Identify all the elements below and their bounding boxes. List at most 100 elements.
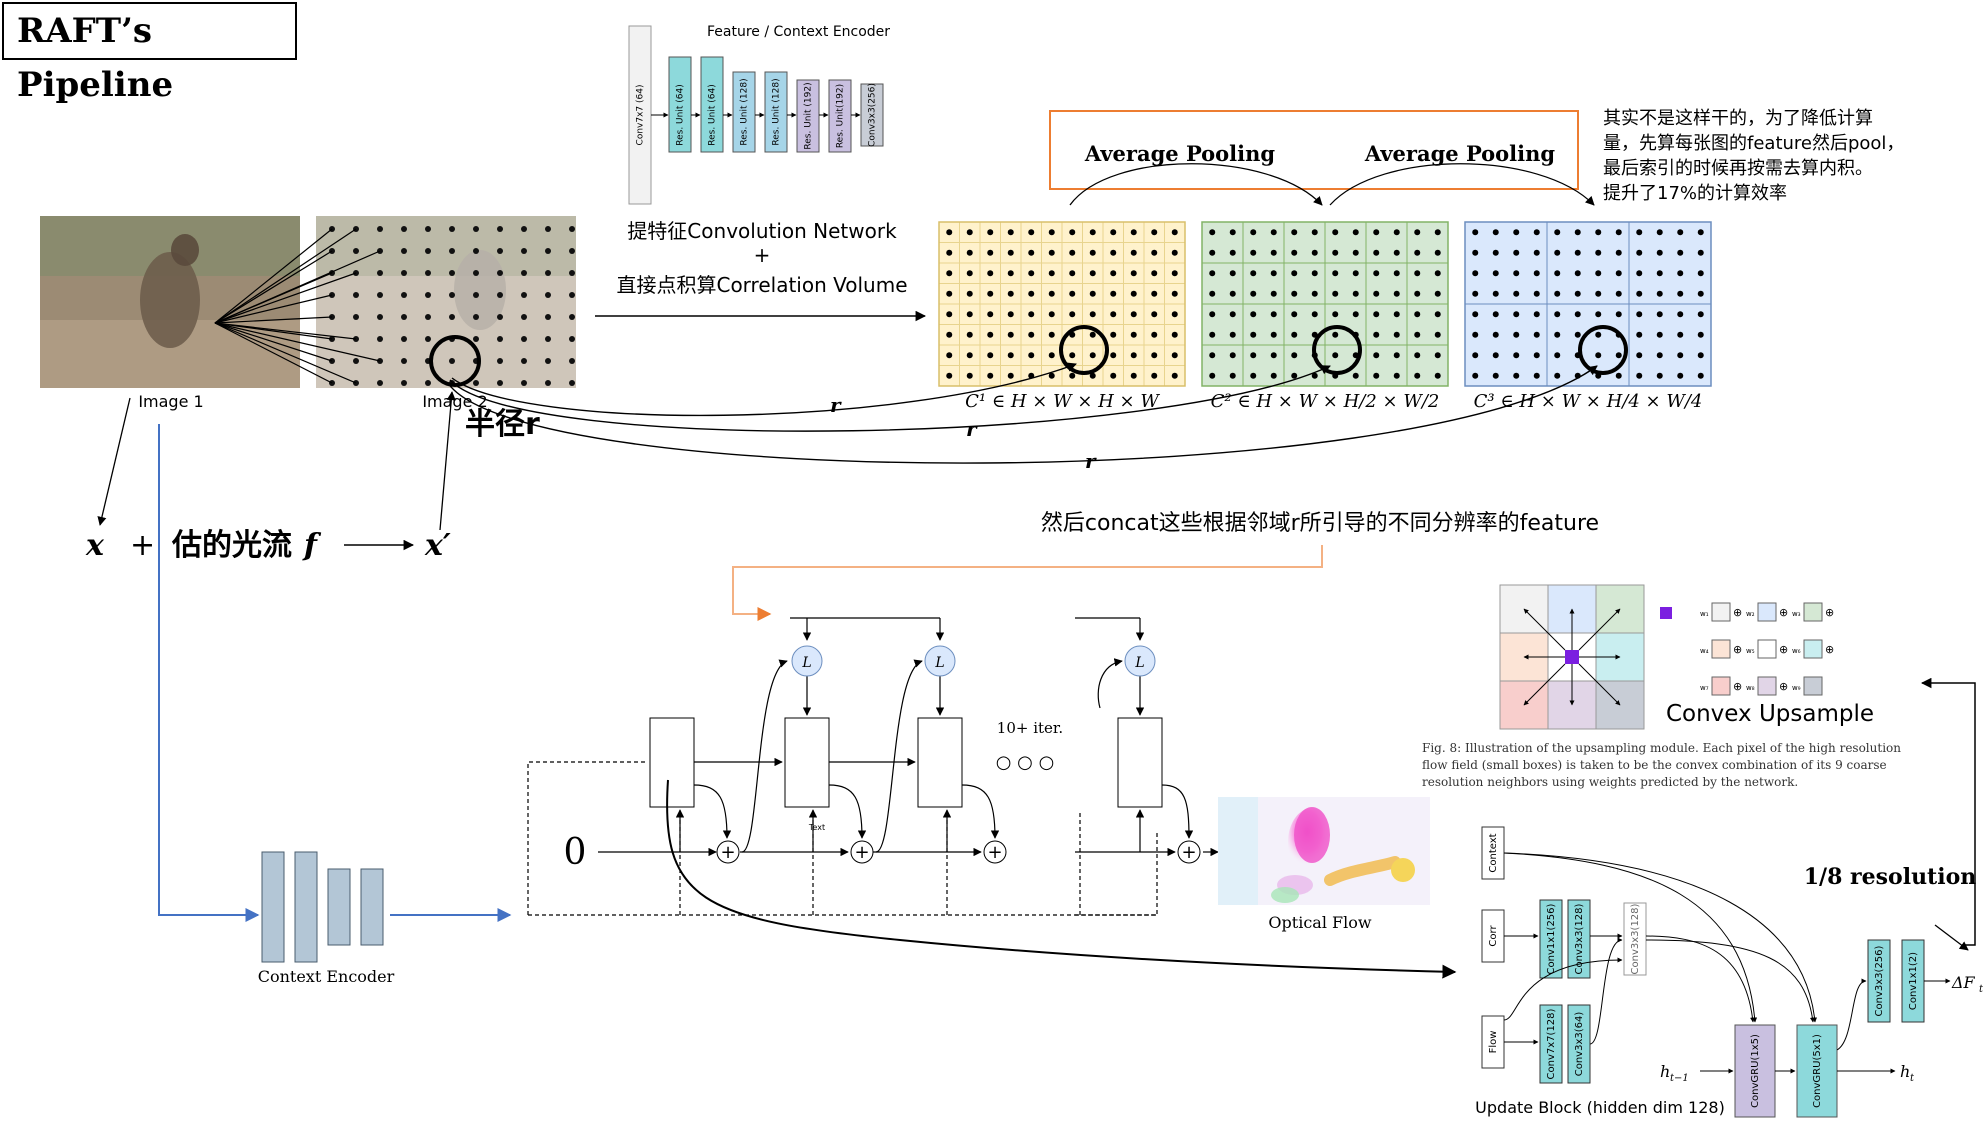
concat-arrow	[732, 545, 1323, 621]
initial-flow-zero: 0	[564, 832, 587, 873]
gru-cell	[1117, 717, 1163, 808]
radius-lookup-arrows	[447, 362, 1598, 464]
lookup-node	[791, 645, 823, 677]
lookup-node-label: L	[801, 655, 811, 671]
volume-label-c2: C² ∈ H × W × H/2 × W/2	[1211, 391, 1440, 412]
pool-note-line: 其实不是这样干的，为了降低计算	[1603, 108, 1873, 129]
context-path-arrow	[158, 424, 260, 922]
delta-flow-sub: t	[1979, 984, 1984, 995]
pooling-arrow-1	[1069, 163, 1323, 206]
hidden-prev-sub: t−1	[1670, 1073, 1689, 1084]
update-layer-label: Conv1x1(2)	[1908, 952, 1919, 1010]
encoder-res192-block-1	[796, 79, 820, 153]
convex-upsample: w₁ w₂ w₃ w₄ w₅ w₆ w₇ w₈ w₉ ⊕⊕⊕ ⊕⊕⊕ ⊕⊕ Co…	[1422, 584, 1901, 789]
encoder-layer-label: Conv7x7 (64)	[636, 85, 646, 146]
sum-node-label: +	[720, 842, 735, 863]
flow-eq-xprime: x′	[424, 528, 451, 563]
sum-node	[983, 840, 1007, 864]
delta-to-upsample-arrow	[1934, 924, 1969, 951]
sum-node-label: +	[987, 842, 1002, 863]
update-input-label: Context	[1488, 833, 1499, 872]
convgru-1x5	[1734, 1024, 1776, 1118]
text-tag: Text	[808, 823, 825, 832]
upsample-feedback-arrow	[1920, 677, 1976, 946]
weight-label: w₄	[1700, 647, 1709, 655]
pool-note-line: 提升了17%的计算效率	[1603, 183, 1787, 204]
svg-text:⊕: ⊕	[1733, 643, 1742, 656]
svg-text:⊕: ⊕	[1779, 606, 1788, 619]
lookup-circle-c3	[1578, 325, 1628, 375]
convex-caption-line: flow field (small boxes) is taken to be …	[1422, 758, 1887, 772]
image2-pixel-grid	[320, 218, 576, 388]
encoder-layer-label: Res. Unit (64)	[676, 84, 686, 145]
svg-text:⊕: ⊕	[1825, 643, 1834, 656]
delta-flow-label: ΔF	[1951, 973, 1976, 992]
pooling-box	[1049, 110, 1579, 190]
svg-text:⊕: ⊕	[1733, 606, 1742, 619]
context-encoder-block	[327, 868, 351, 946]
encoder-title: Feature / Context Encoder	[707, 24, 890, 40]
radius-r-2: r	[966, 417, 978, 441]
convgru-5x1	[1796, 1024, 1838, 1118]
encoder-layer-label: Res. Unit (128)	[772, 78, 782, 145]
svg-text:⊕: ⊕	[1779, 680, 1788, 693]
context-encoder-label: Context Encoder	[258, 967, 395, 986]
resolution-label: 1/8 resolution	[1804, 864, 1977, 890]
weight-label: w₉	[1792, 684, 1801, 692]
update-input-label: Corr	[1488, 925, 1499, 947]
sum-node	[850, 840, 874, 864]
hidden-next-label: h	[1900, 1062, 1910, 1081]
convex-caption-line: Fig. 8: Illustration of the upsampling m…	[1422, 741, 1901, 755]
context-encoder-block	[261, 851, 285, 963]
lookup-node	[1124, 645, 1156, 677]
gru-cell	[649, 717, 695, 808]
update-layer-label: Conv3x3(256)	[1874, 945, 1885, 1016]
lookup-node	[924, 645, 956, 677]
update-layer-label: Conv3x3(128)	[1574, 903, 1585, 974]
iteration-count-label: 10+ iter.	[997, 719, 1063, 737]
encoder-layer-label: Res. Unit (128)	[740, 78, 750, 145]
gru-to-update-block-arrow	[666, 779, 1457, 979]
feature-encoder: Conv7x7 (64) Res. Unit (64) Res. Unit (6…	[628, 24, 890, 205]
image2-label: Image 2	[422, 392, 487, 411]
svg-text:⊕: ⊕	[1733, 680, 1742, 693]
encoder-layer-label: Res. Unit (64)	[708, 84, 718, 145]
svg-text:⊕: ⊕	[1779, 643, 1788, 656]
encoder-res64-block-2	[700, 56, 724, 153]
update-block-title: Update Block (hidden dim 128)	[1475, 1098, 1725, 1117]
high-res-pixel	[1565, 650, 1579, 664]
weight-label: w₂	[1746, 610, 1755, 618]
volume-label-c1: C¹ ∈ H × W × H × W	[965, 391, 1160, 412]
encoder-res64-block-1	[668, 56, 692, 153]
lookup-circle-c2	[1312, 325, 1362, 375]
iteration-ellipsis: ○ ○ ○	[996, 752, 1055, 773]
pooling-arrow-2	[1329, 163, 1595, 206]
svg-text:⊕: ⊕	[1825, 606, 1834, 619]
lookup-node-label: L	[1134, 655, 1144, 671]
sum-node	[1177, 840, 1201, 864]
pool-note-line: 量，先算每张图的feature然后pool，	[1603, 133, 1904, 154]
weight-label: w₃	[1792, 610, 1801, 618]
image2-group: Image 2	[316, 216, 576, 411]
iterative-update: L L L	[527, 617, 1457, 979]
context-encoder-block	[294, 851, 318, 963]
radius-label: 半径r	[465, 407, 540, 442]
page-title: RAFT’s Pipeline	[2, 2, 297, 105]
pool-note-line: 最后索引的时候再按需去算内积。	[1603, 158, 1873, 179]
update-block: Context Corr Flow Conv1x1(256) Conv3x3(1…	[1475, 826, 1984, 1118]
weight-label: w₇	[1700, 684, 1709, 692]
flow-eq-f: f	[302, 528, 322, 563]
sum-node-label: +	[1181, 842, 1196, 863]
lookup-node-label: L	[934, 655, 944, 671]
optical-flow-image: Optical Flow	[1218, 797, 1430, 932]
concat-note: 然后concat这些根据邻域r所引导的不同分辨率的feature	[1041, 511, 1599, 536]
lookup-circle-c1	[1059, 325, 1109, 375]
pyramid-level-1	[938, 221, 1186, 387]
convex-caption-line: resolution neighbors using weights predi…	[1422, 775, 1798, 789]
correlation-fan-lines	[214, 228, 381, 384]
encoder-res128-block-2	[764, 71, 788, 153]
encoder-layer-label: Res. Unit (192)	[804, 82, 814, 149]
image1-to-x-arrow	[97, 397, 131, 526]
weight-label: w₈	[1746, 684, 1755, 692]
